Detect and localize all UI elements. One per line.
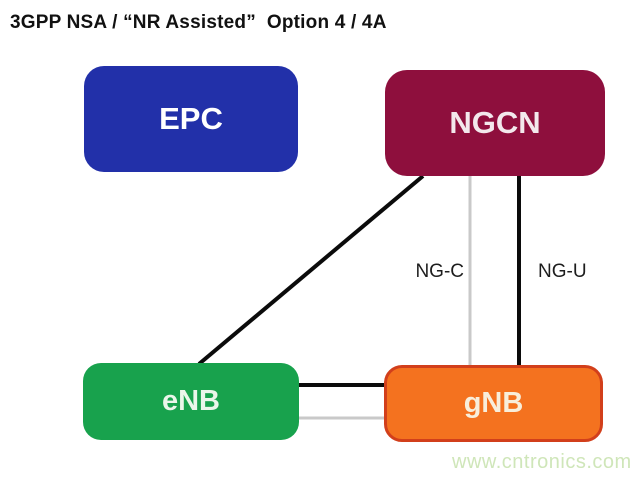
node-enb-label: eNB — [161, 385, 220, 417]
link-label-ng-c: NG-C — [415, 261, 464, 282]
watermark-text: www.cntronics.com — [452, 451, 632, 473]
node-ngcn-label: NGCN — [449, 105, 541, 140]
link-ngcn-enb-diagonal — [197, 174, 425, 366]
node-epc: EPC — [84, 66, 298, 172]
node-enb: eNB — [83, 363, 299, 440]
node-gnb: gNB — [384, 365, 603, 442]
node-gnb-label: gNB — [463, 387, 524, 419]
link-label-ng-u: NG-U — [538, 261, 587, 282]
node-ngcn: NGCN — [385, 70, 605, 176]
diagram-title: 3GPP NSA / “NR Assisted” Option 4 / 4A — [10, 12, 387, 33]
node-epc-label: EPC — [159, 101, 223, 136]
